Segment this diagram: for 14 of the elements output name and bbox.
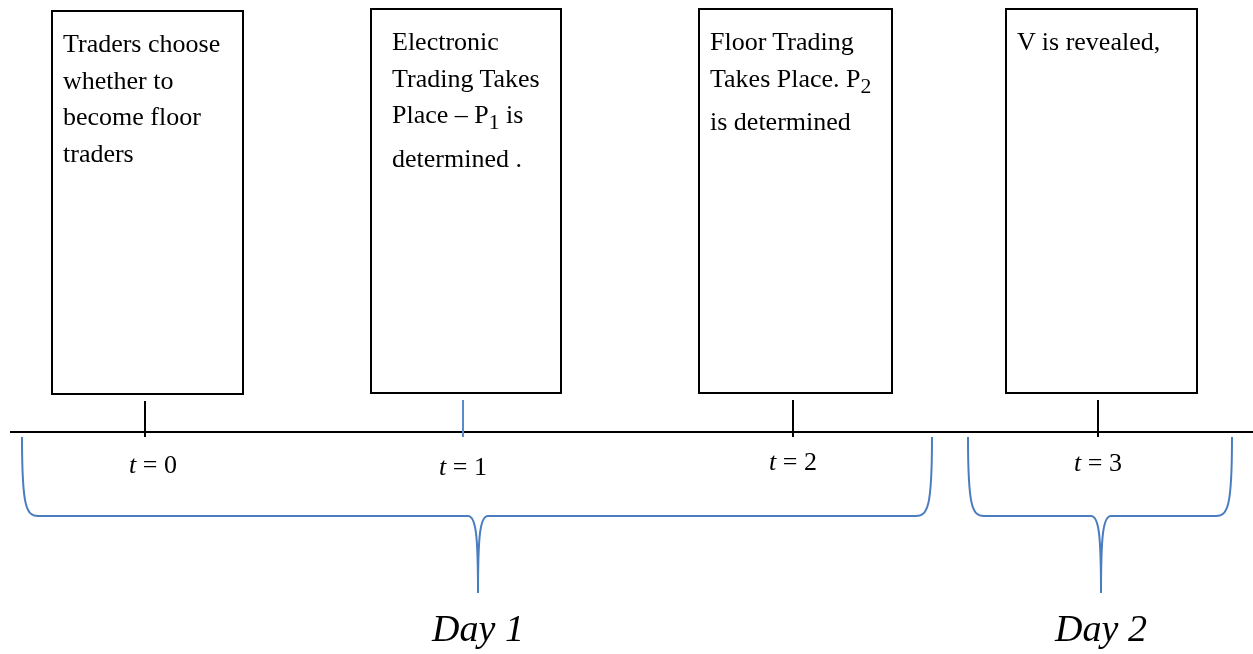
day-label: Day 2	[1055, 606, 1147, 650]
event-text: Electronic Trading Takes Place – P$_{1}$ is determined .	[392, 26, 541, 175]
time-label: t = 2	[769, 447, 817, 477]
event-text: V is revealed,	[1017, 26, 1162, 58]
event-box	[698, 8, 893, 394]
event-box	[1005, 8, 1198, 394]
event-box	[51, 10, 244, 395]
time-label: t = 0	[129, 450, 177, 480]
event-box	[370, 8, 562, 394]
time-label: t = 3	[1074, 448, 1122, 478]
time-label: t = 1	[439, 452, 487, 482]
day-label: Day 1	[432, 606, 524, 650]
event-text: Traders choose whether to become floor traders	[63, 28, 222, 170]
event-text: Floor Trading Takes Place. P$_{2}$ is determined	[710, 26, 873, 139]
